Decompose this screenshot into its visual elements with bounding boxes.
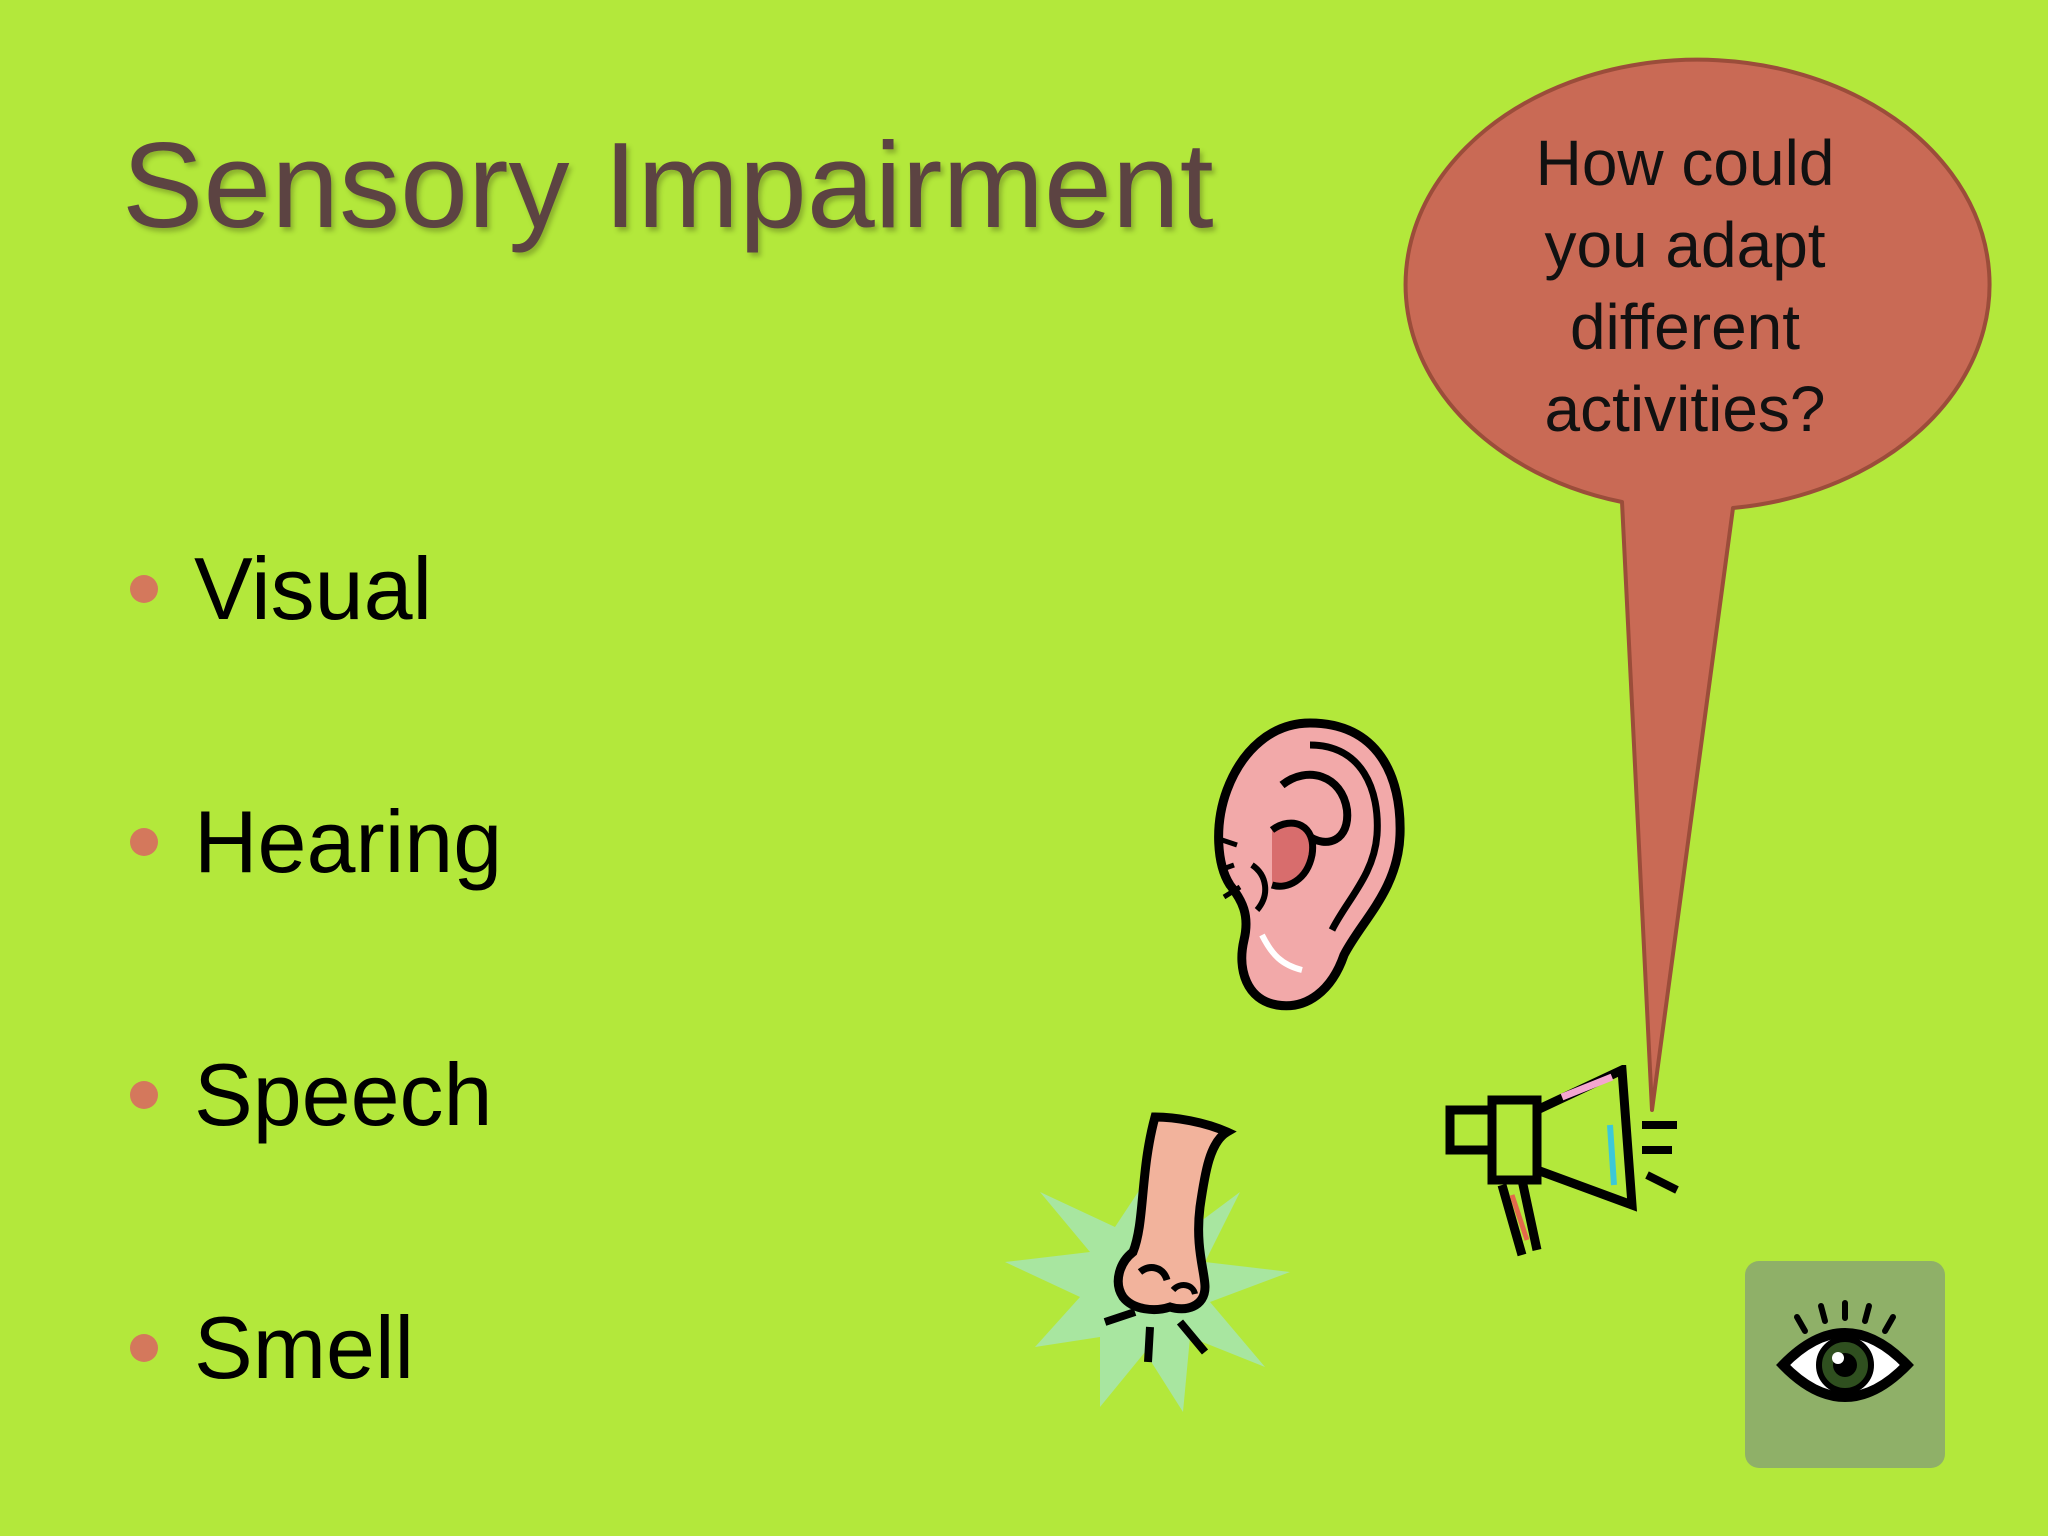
bullet-label: Hearing [194, 791, 503, 891]
bullet-label: Visual [194, 538, 433, 638]
bullet-dot-icon [130, 574, 158, 603]
eye-icon [1776, 1300, 1914, 1402]
megaphone-icon [1445, 1065, 1679, 1257]
bullet-list: Visual Hearing Speech Smell [130, 462, 502, 1474]
bullet-dot-icon [130, 1333, 158, 1362]
speech-bubble-line: different [1569, 291, 1801, 363]
bullet-item-visual: Visual [130, 462, 502, 715]
speech-bubble-text: How could you adapt different activities… [1460, 122, 1910, 450]
eye-action-button[interactable] [1745, 1261, 1945, 1468]
nose-icon [1005, 1112, 1290, 1412]
ear-icon [1214, 718, 1405, 1011]
bullet-label: Speech [194, 1044, 493, 1144]
bullet-dot-icon [130, 1080, 158, 1109]
bullet-label: Smell [194, 1297, 415, 1397]
bullet-item-smell: Smell [130, 1221, 502, 1474]
speech-bubble-line: you adapt [1544, 209, 1826, 281]
bullet-item-speech: Speech [130, 968, 502, 1221]
slide-title: Sensory Impairment [122, 117, 1214, 253]
bullet-dot-icon [130, 827, 158, 856]
speech-bubble-line: activities? [1544, 373, 1826, 445]
speech-bubble-line: How could [1535, 127, 1835, 199]
bullet-item-hearing: Hearing [130, 715, 502, 968]
